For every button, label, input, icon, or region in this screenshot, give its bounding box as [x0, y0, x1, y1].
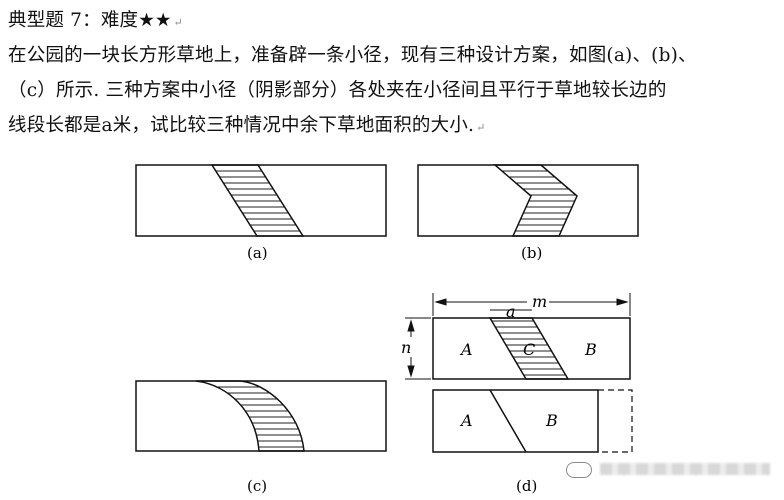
- joined-path-line: [489, 389, 527, 453]
- watermark: [566, 458, 771, 480]
- title-line: 典型题 7：难度★★↵: [8, 6, 183, 32]
- return-mark-icon: ↵: [476, 121, 486, 134]
- figure-c: [135, 380, 387, 452]
- path-shaded-b: [492, 164, 578, 237]
- problem-line-3-text: 线段长都是a米，试比较三种情况中余下草地面积的大小.: [8, 115, 475, 136]
- path-shaded-d: [488, 317, 570, 380]
- label-n: n: [401, 338, 411, 357]
- wechat-icon: [566, 462, 592, 478]
- caption-a: (a): [247, 244, 268, 262]
- figure-a: [135, 164, 387, 237]
- return-mark-icon: ↵: [173, 16, 183, 29]
- problem-title: 典型题 7：难度: [8, 10, 139, 31]
- region-label-a-bottom: A: [459, 411, 473, 430]
- path-shaded-c: [195, 380, 305, 452]
- region-label-b-top: B: [584, 340, 597, 359]
- region-label-c: C: [523, 340, 535, 359]
- label-a: a: [506, 302, 516, 321]
- problem-line-1: 在公园的一块长方形草地上，准备辟一条小径，现有三种设计方案，如图(a)、(b)、: [8, 45, 697, 66]
- figure-d-top: [432, 317, 631, 380]
- watermark-blurred-text: [600, 463, 770, 475]
- figure-b: [417, 164, 639, 237]
- caption-c: (c): [247, 477, 267, 495]
- figure-d-bottom: [432, 389, 633, 453]
- caption-b: (b): [521, 244, 542, 262]
- path-shaded-a: [210, 164, 305, 237]
- reduced-lawn-rect: [432, 389, 599, 453]
- problem-line-2: （c）所示. 三种方案中小径（阴影部分）各处夹在小径间且平行于草地较长边的: [8, 80, 667, 101]
- problem-line-3: 线段长都是a米，试比较三种情况中余下草地面积的大小.↵: [8, 111, 486, 137]
- caption-d: (d): [516, 477, 537, 495]
- removed-strip-dashed: [598, 389, 633, 453]
- label-m: m: [532, 292, 547, 311]
- difficulty-stars: ★★: [138, 10, 172, 31]
- region-label-b-bottom: B: [545, 411, 558, 430]
- region-label-a-top: A: [459, 340, 473, 359]
